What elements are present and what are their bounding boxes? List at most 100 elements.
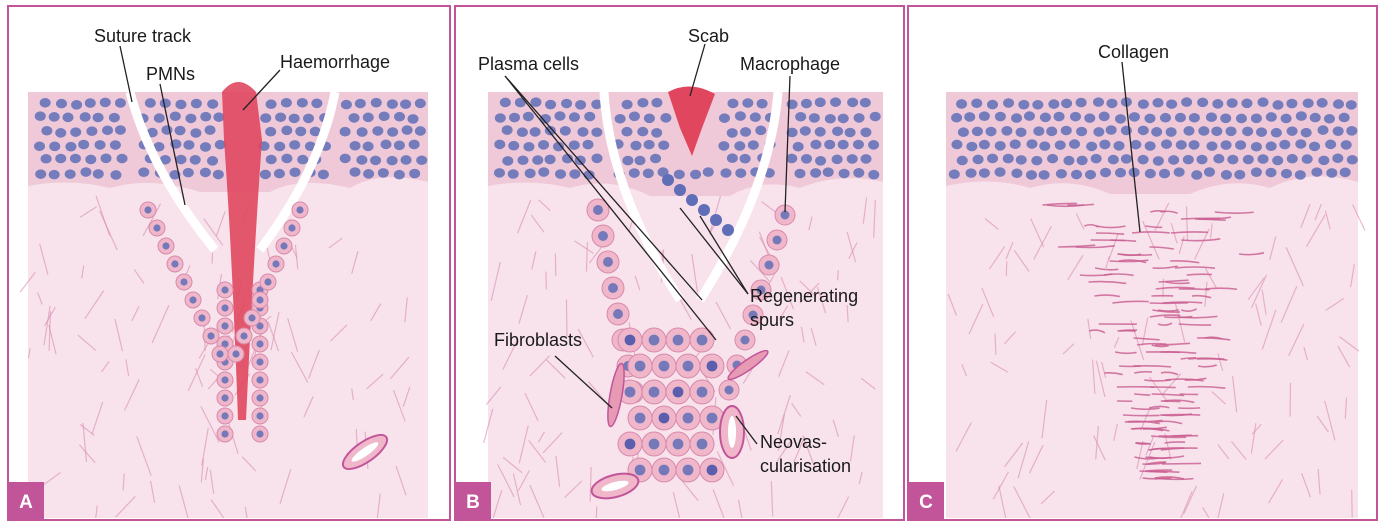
nucleus [34, 141, 45, 151]
nucleus [1099, 140, 1110, 150]
cell-nucleus [707, 361, 718, 372]
nucleus [265, 127, 276, 137]
nucleus [1318, 125, 1329, 135]
nucleus [1227, 98, 1238, 108]
nucleus [860, 98, 871, 108]
cell-nucleus [707, 413, 718, 424]
nucleus [1326, 168, 1337, 178]
nucleus [1251, 114, 1262, 124]
nucleus [1016, 155, 1027, 165]
collagen-strand [1187, 274, 1212, 275]
label-collagen: Collagen [1098, 42, 1169, 62]
nucleus [1086, 142, 1097, 152]
nucleus [266, 99, 277, 109]
nucleus [1160, 113, 1171, 123]
nucleus [138, 167, 149, 177]
cell-nucleus [625, 335, 636, 346]
nucleus [1138, 99, 1149, 109]
nucleus [274, 142, 285, 152]
nucleus [1191, 170, 1202, 180]
nucleus [154, 113, 165, 123]
nucleus [110, 140, 121, 150]
nucleus [523, 112, 534, 122]
dermal-fiber [847, 305, 848, 322]
nucleus [387, 127, 398, 137]
nucleus [1258, 154, 1269, 164]
nucleus [569, 169, 580, 179]
nucleus [1099, 112, 1110, 122]
nucleus [718, 141, 729, 151]
nucleus [971, 98, 982, 108]
nucleus [800, 126, 811, 136]
nucleus [281, 98, 292, 108]
nucleus [1325, 140, 1336, 150]
nucleus [530, 97, 541, 107]
nucleus [200, 112, 211, 122]
nucleus [530, 127, 541, 137]
collagen-strand [1162, 463, 1201, 464]
nucleus [70, 127, 81, 137]
nucleus [1324, 114, 1335, 124]
nucleus [964, 112, 975, 122]
nucleus [379, 111, 390, 121]
nucleus [674, 170, 685, 180]
nucleus [1181, 97, 1192, 107]
nucleus [854, 113, 865, 123]
cell-nucleus [725, 386, 734, 395]
nucleus [838, 140, 849, 150]
nucleus [183, 140, 194, 150]
nucleus [281, 154, 292, 164]
nucleus [394, 170, 405, 180]
nucleus [1317, 98, 1328, 108]
nucleus [742, 98, 753, 108]
nucleus [1295, 170, 1306, 180]
nucleus [1211, 126, 1222, 136]
nucleus [117, 154, 128, 164]
nucleus [289, 140, 300, 150]
cell-nucleus [296, 206, 303, 213]
nucleus [190, 155, 201, 165]
cell-nucleus [240, 332, 247, 339]
nucleus [183, 168, 194, 178]
nucleus [1212, 99, 1223, 109]
nucleus [1265, 168, 1276, 178]
regenerating-nucleus [686, 194, 698, 206]
cell-nucleus [659, 413, 670, 424]
nucleus [266, 155, 277, 165]
nucleus [956, 99, 967, 109]
nucleus [809, 113, 820, 123]
nucleus [561, 99, 572, 109]
nucleus [750, 112, 761, 122]
cell-nucleus [697, 335, 708, 346]
nucleus [629, 168, 640, 178]
nucleus [275, 112, 286, 122]
nucleus [1221, 170, 1232, 180]
cell-nucleus [608, 283, 618, 293]
nucleus [517, 155, 528, 165]
nucleus [1018, 100, 1029, 110]
panel-c-letter: C [919, 492, 933, 513]
nucleus [350, 167, 361, 177]
nucleus [1347, 155, 1358, 165]
nucleus [1206, 141, 1217, 151]
nucleus [1251, 142, 1262, 152]
nucleus [1287, 154, 1298, 164]
nucleus [740, 154, 751, 164]
nucleus [349, 113, 360, 123]
cell-nucleus [635, 413, 646, 424]
nucleus [720, 168, 731, 178]
nucleus [56, 99, 67, 109]
cell-nucleus [171, 260, 178, 267]
nucleus [525, 169, 536, 179]
nucleus [560, 126, 571, 136]
nucleus [1301, 128, 1312, 138]
nucleus [260, 113, 271, 123]
cell-nucleus [625, 387, 636, 398]
nucleus [1145, 141, 1156, 151]
nucleus [748, 140, 759, 150]
nucleus [979, 140, 990, 150]
nucleus [1175, 113, 1186, 123]
nucleus [95, 140, 106, 150]
cell-nucleus [613, 309, 623, 319]
nucleus [1153, 156, 1164, 166]
